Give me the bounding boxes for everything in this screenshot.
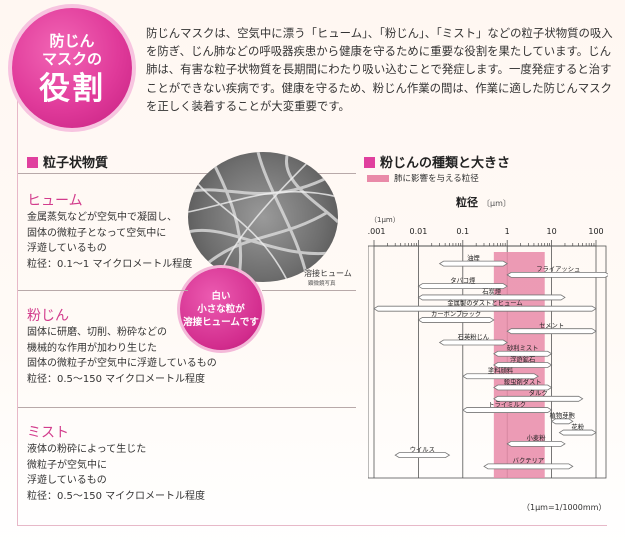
desc-line: 固体の微粒子となって空気中に (27, 227, 167, 239)
badge-line-1: 防じん (49, 32, 95, 50)
x-tick-label: 0.1 (456, 227, 469, 236)
x-tick-label: 0.001 (368, 227, 385, 236)
category-fume: ヒューム (27, 193, 83, 209)
range-bar-label: タルク (529, 388, 548, 397)
desc-line: 粒径：0.5〜150 マイクロメートル程度 (27, 490, 205, 502)
range-bar (506, 440, 566, 447)
range-bar-label: 浮遊鉱石 (510, 354, 535, 363)
range-bar-label: フライアッシュ (536, 265, 580, 273)
square-bullet-icon (364, 157, 375, 168)
range-bar-label: 花粉 (571, 422, 584, 431)
divider (18, 407, 356, 408)
range-bar (417, 317, 495, 323)
desc-line: 浮遊しているもの (27, 243, 107, 254)
range-bar (417, 294, 566, 301)
lung-legend-swatch (367, 175, 389, 182)
range-bar (373, 305, 597, 312)
range-bar-label: 油煙 (467, 253, 480, 262)
range-bar-label: ウイルス (410, 445, 435, 453)
fume-micrograph (188, 152, 338, 282)
range-bar (506, 328, 597, 335)
range-bar-label: セメント (539, 322, 564, 330)
fiber-texture (188, 152, 338, 282)
range-bar (462, 407, 553, 413)
range-bar-label: 塗料顔料 (488, 366, 514, 375)
range-bar (462, 373, 539, 380)
range-bar-label: 金属製のダストとヒューム (447, 298, 522, 307)
bottom-border-line (17, 525, 607, 526)
range-bar-label: 石炭煙 (482, 287, 502, 296)
category-mist: ミスト (27, 425, 69, 441)
category-mist-desc: 液体の粉砕によって生じた 微粒子が空気中に 浮遊しているもの 粒径：0.5〜15… (27, 442, 257, 504)
chart-title: 粒径 (456, 195, 478, 209)
x-tick-label: 10 (547, 227, 557, 236)
category-dust: 粉じん (27, 308, 69, 324)
x-tick-label: 1 (505, 227, 510, 236)
range-bar (493, 350, 553, 357)
category-fume-desc: 金属蒸気などが空気中で凝固し、 固体の微粒子となって空気中に 浮遊しているもの … (27, 210, 257, 272)
range-bar (417, 283, 508, 290)
desc-line: 機械的な作用が加わり生じた (27, 342, 157, 354)
range-bar-label: 砂利ミスト (507, 343, 538, 352)
desc-line: 微粒子が空気中に (27, 459, 107, 471)
callout-line: 白い (211, 291, 231, 302)
particle-size-chart: 粒径 〔μm〕 （1μm） 0.001 0.01 0.1 1 10 100 油煙フライアッ… (368, 195, 608, 479)
x-tick-label: 100 (588, 227, 603, 236)
unit-footnote: （1μm=1/1000mm） (522, 503, 607, 512)
desc-line: 金属蒸気などが空気中で凝固し、 (27, 212, 177, 223)
callout-line: 小さな粒が (197, 304, 245, 315)
lung-legend-label: 肺に影響を与える粒径 (394, 174, 479, 184)
range-bar-label: タバコ煙 (450, 275, 476, 284)
range-bar (394, 452, 451, 459)
particle-heading-text: 粒子状物質 (43, 156, 109, 171)
photo-caption: 溶接ヒューム (304, 269, 352, 278)
fume-callout: 白い 小さな粒が 溶接ヒュームです (180, 268, 262, 350)
range-bar-label: 植物芽胞 (550, 411, 576, 420)
range-bar-label: バクテリア (513, 457, 544, 465)
range-bar (493, 384, 553, 391)
left-border-line (17, 95, 18, 525)
range-bar (493, 362, 553, 368)
range-bar-label: 石英粉じん (458, 332, 489, 341)
range-bar (438, 339, 508, 346)
range-bar (438, 260, 508, 267)
range-bar-label: カーボンブラック (431, 309, 481, 318)
range-bar-label: 殺虫剤ダスト (504, 377, 542, 386)
desc-line: 浮遊しているもの (27, 475, 107, 486)
divider (262, 290, 356, 291)
square-bullet-icon (27, 157, 38, 168)
intro-paragraph: 防じんマスクは、空気中に漂う「ヒューム」、「粉じん」、「ミスト」などの粒子状物質… (146, 26, 613, 113)
desc-line: 粒径：0.1〜1 マイクロメートル程度 (27, 258, 193, 270)
badge-line-3: 役割 (39, 71, 105, 107)
range-bar (483, 463, 574, 470)
desc-line: 液体の粉砕によって生じた (27, 444, 147, 455)
range-bar (493, 395, 584, 402)
badge-line-2: マスクの (41, 50, 102, 68)
dust-types-heading-text: 粉じんの種類と大きさ (380, 156, 511, 171)
x-tick-label: 0.01 (409, 227, 427, 236)
desc-line: 固体の微粒子が空気中に浮遊しているもの (27, 358, 217, 369)
chart-unit-label: （1μm） (370, 216, 400, 224)
chart-unit: 〔μm〕 (482, 199, 511, 208)
divider (18, 290, 188, 291)
range-bar-label: トライミルク (488, 400, 526, 408)
photo-caption-sub: 顕微鏡写真 (308, 281, 336, 287)
range-bar (550, 418, 574, 425)
title-badge: 防じん マスクの 役割 (12, 8, 132, 128)
callout-line: 溶接ヒュームです (183, 317, 259, 328)
range-bar (558, 429, 597, 436)
dust-types-heading: 粉じんの種類と大きさ (364, 152, 510, 171)
divider (18, 173, 356, 174)
desc-line: 固体に研磨、切削、粉砕などの (27, 327, 167, 338)
particle-heading: 粒子状物質 (27, 152, 108, 171)
range-bar-label: 小麦粉 (527, 433, 547, 442)
range-bar (506, 271, 608, 278)
desc-line: 粒径：0.5〜150 マイクロメートル程度 (27, 373, 205, 385)
category-dust-desc: 固体に研磨、切削、粉砕などの 機械的な作用が加わり生じた 固体の微粒子が空気中に… (27, 325, 267, 387)
chart-border (368, 245, 607, 479)
